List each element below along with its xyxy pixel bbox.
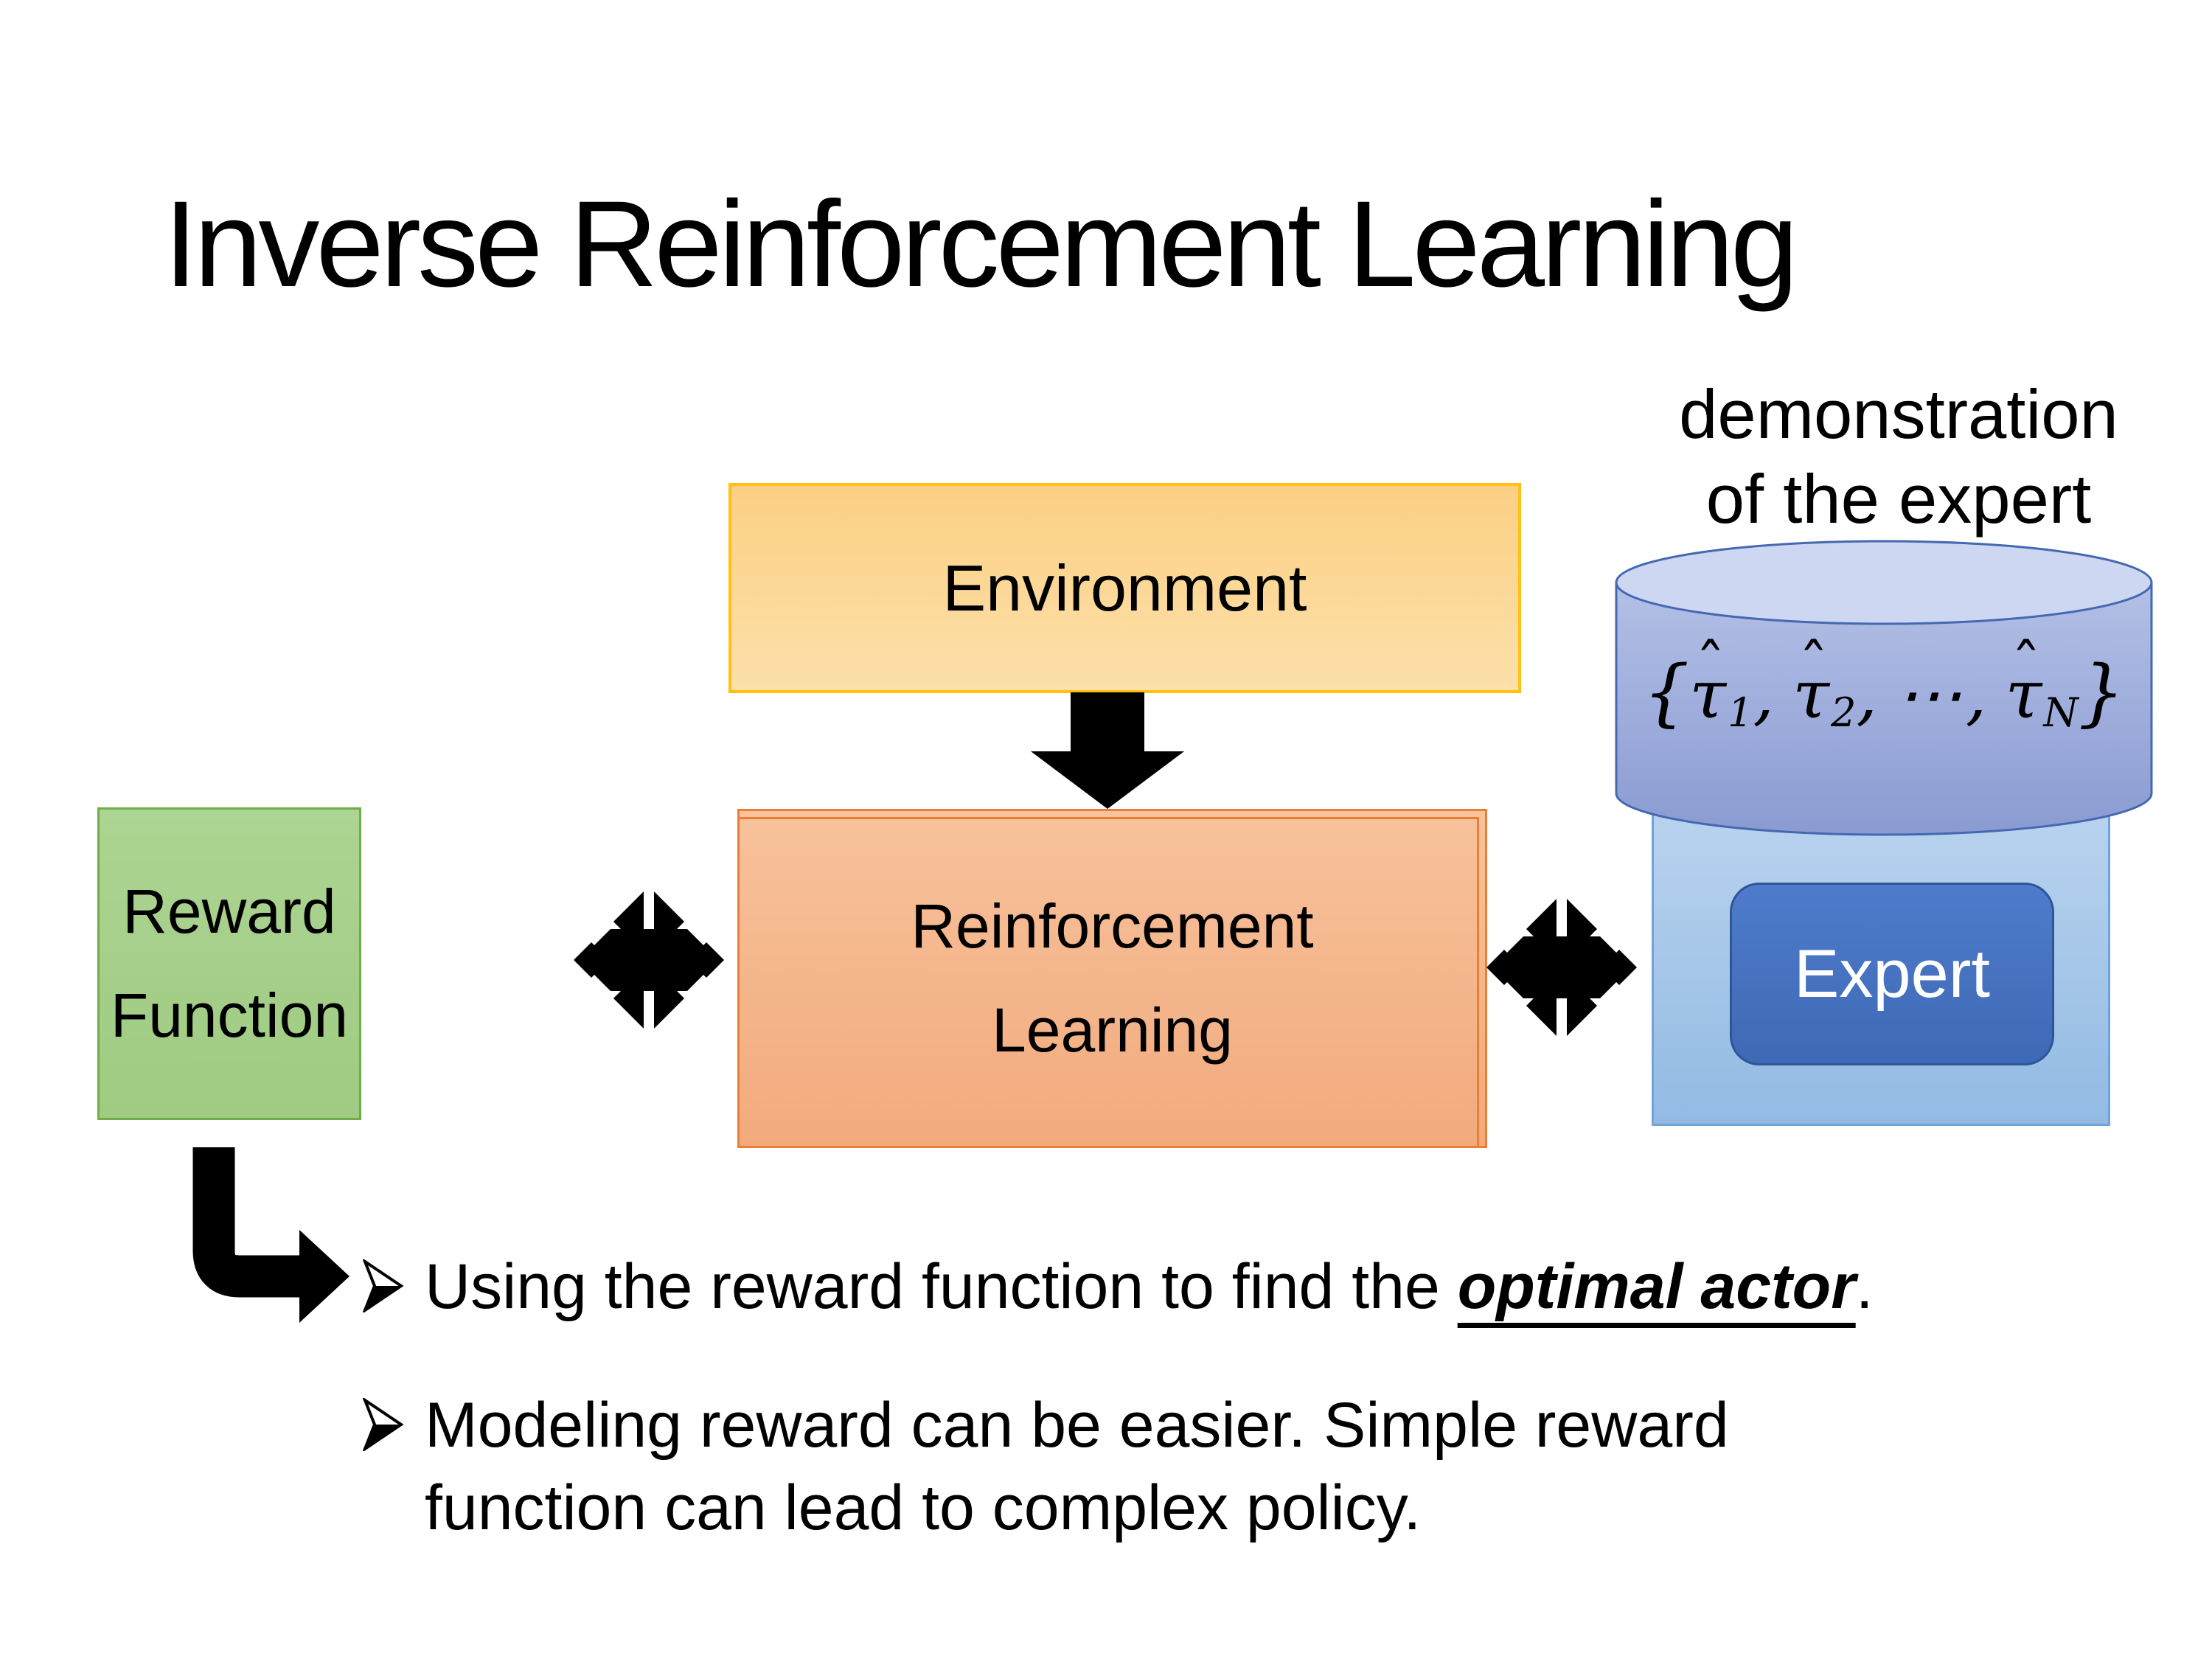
reinforcement-learning-label-line1: Reinforcement <box>911 891 1314 961</box>
bullet-2-text: Modeling reward can be easier. Simple re… <box>425 1385 1729 1550</box>
hat-accent: ˆ <box>1798 632 1829 702</box>
hat-accent: ˆ <box>2011 632 2042 702</box>
brace-open: { <box>1643 650 1690 735</box>
environment-label: Environment <box>942 551 1307 625</box>
bullet-arrowhead-icon <box>363 1259 404 1312</box>
subscript-1: 1 <box>1728 689 1753 736</box>
bullet-2-line2: function can lead to complex policy. <box>425 1472 1422 1543</box>
bullet-arrowhead-icon <box>363 1398 404 1451</box>
page-title: Inverse Reinforcement Learning <box>164 176 1798 313</box>
expert-label: Expert <box>1794 936 1990 1012</box>
reward-function-label-line2: Function <box>110 981 349 1050</box>
demonstration-label: demonstration of the expert <box>1622 372 2175 541</box>
bullet-item-1: Using the reward function to find the op… <box>363 1246 1874 1329</box>
bullet-1-text: Using the reward function to find the op… <box>425 1251 1874 1322</box>
reward-function-label-line1: Reward <box>122 876 336 946</box>
expert-box: Expert <box>1730 883 2054 1065</box>
down-arrow-icon <box>1031 692 1184 809</box>
demonstration-label-line1: demonstration <box>1679 375 2118 453</box>
optimal-actor-emphasis: optimal actor <box>1457 1251 1856 1322</box>
reinforcement-learning-box: Reinforcement Learning <box>737 809 1487 1148</box>
environment-box: Environment <box>728 483 1521 693</box>
subscript-n: N <box>2043 689 2079 736</box>
bent-arrow-icon <box>192 1147 349 1323</box>
database-cylinder <box>1615 540 2153 836</box>
bullet-item-2: Modeling reward can be easier. Simple re… <box>363 1385 1729 1550</box>
hat-accent: ˆ <box>1695 632 1725 702</box>
bullet-2-line1: Modeling reward can be easier. Simple re… <box>425 1390 1729 1461</box>
double-arrow-left-icon <box>574 886 724 1034</box>
ellipsis-dots: ⋯ <box>1896 656 1963 734</box>
reward-function-box: Reward Function <box>97 807 361 1120</box>
demonstration-label-line2: of the expert <box>1705 459 2092 538</box>
subscript-2: 2 <box>1831 689 1857 736</box>
brace-close: } <box>2078 650 2125 735</box>
double-arrow-right-icon <box>1486 894 1637 1041</box>
reinforcement-learning-label-line2: Learning <box>992 995 1233 1065</box>
